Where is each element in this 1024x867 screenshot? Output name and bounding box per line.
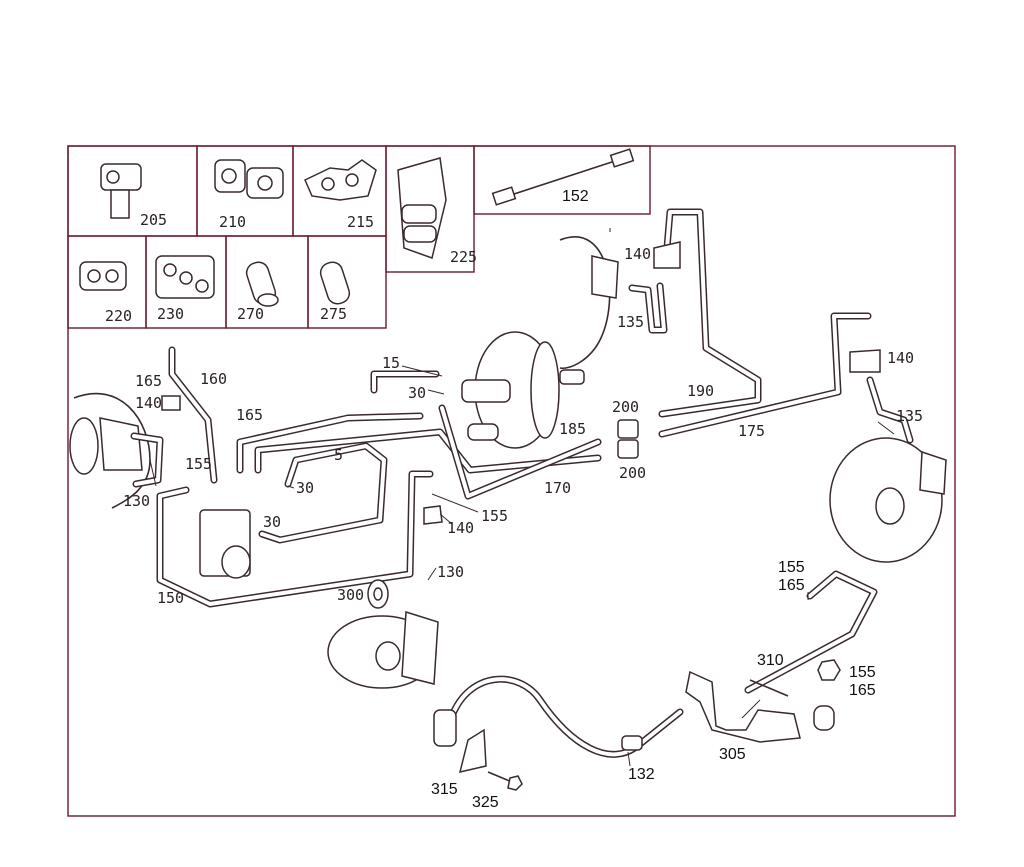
sleeve-270-icon [245,261,279,307]
callout-5: 5 [334,446,343,464]
bracket-140-b [849,349,881,373]
brake-lines [130,208,914,694]
bracket-305 [685,670,835,743]
callout-140: 140 [624,245,651,263]
callout-165: 165 [236,406,263,424]
callout-30: 30 [263,513,281,531]
callout-135: 135 [896,407,923,425]
clip-205-icon [100,163,142,219]
bracket-140-d [423,505,443,525]
callout-200: 200 [612,398,639,416]
callout-300: 300 [337,586,364,604]
parts-inset-grid [67,145,651,329]
callout-165: 165 [778,577,805,594]
brake-booster [461,331,585,449]
label-225: 225 [450,248,477,266]
nut-155-165-icon [817,659,841,681]
callout-175: 175 [738,422,765,440]
label-275: 275 [320,305,347,323]
hydraulic-block [199,509,251,579]
callout-160: 160 [200,370,227,388]
bracket-315 [458,728,487,774]
bracket-140-c [161,395,181,411]
connector-200-lower [617,439,639,459]
callout-165: 165 [135,372,162,390]
bracket-225-icon [397,157,447,259]
label-215: 215 [347,213,374,231]
callout-200: 200 [619,464,646,482]
label-220: 220 [105,307,132,325]
label-210: 210 [219,213,246,231]
rear-left-brake-disc [327,610,439,689]
rear-right-brake-disc [829,437,947,563]
callout-132: 132 [628,766,655,783]
callout-15: 15 [382,354,400,372]
callout-155: 155 [778,559,805,576]
label-230: 230 [157,305,184,323]
bracket-140-a [653,241,681,269]
callout-315: 315 [431,781,458,798]
connector-200-upper [617,419,639,439]
callout-140: 140 [135,394,162,412]
front-left-brake-disc [69,392,151,509]
callout-310: 310 [757,652,784,669]
front-right-brake-disc [559,236,619,369]
callout-155: 155 [849,664,876,681]
label-270: 270 [237,305,264,323]
leader-lines [149,228,895,767]
callout-190: 190 [687,382,714,400]
clip-210-icon [214,159,284,199]
label-205: 205 [140,211,167,229]
callout-305: 305 [719,746,746,763]
clip-230-icon [155,255,215,299]
callout-325: 325 [472,794,499,811]
bolt-325-icon [487,771,523,791]
callout-170: 170 [544,479,571,497]
callout-155: 155 [185,455,212,473]
sleeve-275-icon [319,261,351,305]
callout-30: 30 [408,384,426,402]
label-152: 152 [562,188,589,205]
callout-140: 140 [447,519,474,537]
brake-hose-132 [433,675,684,758]
callout-30: 30 [296,479,314,497]
callout-130: 130 [123,492,150,510]
callout-135: 135 [617,313,644,331]
clip-220-icon [79,261,127,291]
bolt-310-icon [749,679,789,697]
callout-185: 185 [559,420,586,438]
callout-150: 150 [157,589,184,607]
callout-165: 165 [849,682,876,699]
brake-line-152-icon [491,148,635,206]
callout-140: 140 [887,349,914,367]
grommet-300 [367,579,389,609]
clip-215-icon [304,159,377,201]
callout-155: 155 [481,507,508,525]
callout-130: 130 [437,563,464,581]
